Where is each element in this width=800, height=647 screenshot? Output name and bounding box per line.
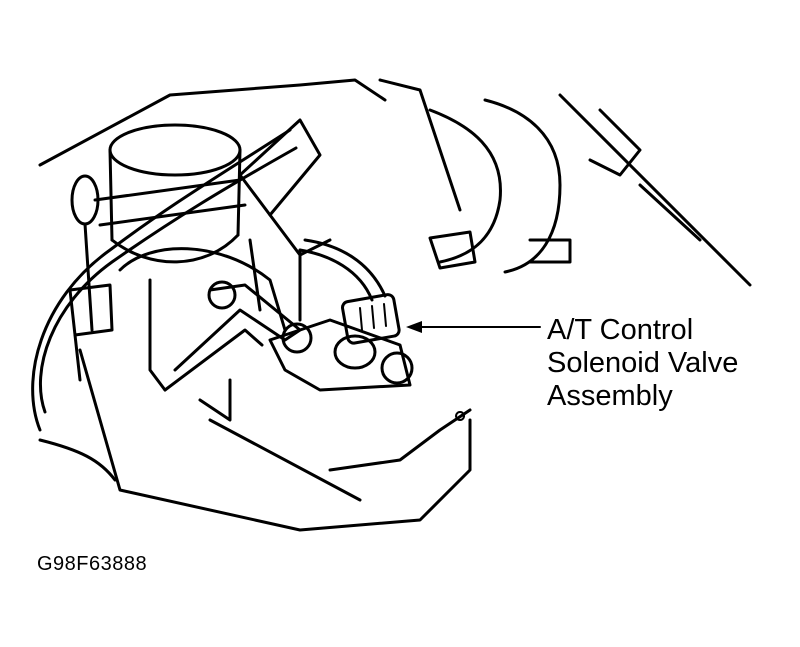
upper-housing-right — [378, 78, 462, 212]
lower-edge — [208, 418, 362, 502]
canister-top — [108, 123, 242, 177]
solenoid-body — [333, 334, 377, 370]
firewall-edge — [558, 93, 752, 287]
lever-pivot — [207, 280, 237, 310]
solenoid-wire-2 — [303, 238, 387, 298]
linkage-rod — [163, 328, 264, 392]
canister-body — [108, 148, 242, 242]
figure-id: G98F63888 — [37, 553, 148, 575]
firewall-edge-2 — [638, 183, 702, 242]
main-wire-harness — [31, 128, 292, 432]
hose-clamp — [428, 230, 477, 270]
dipstick-shaft — [83, 222, 94, 332]
leader-arrowhead — [406, 321, 422, 333]
cross-hose-2 — [98, 203, 247, 227]
lower-panel — [78, 348, 472, 532]
callout-label-line-3: Assembly — [547, 380, 673, 412]
upper-hose-2 — [483, 98, 562, 274]
dipstick-tube-2 — [73, 333, 82, 382]
solenoid-bracket — [268, 318, 412, 392]
lever-bolt — [281, 322, 313, 354]
harness-duct — [238, 118, 322, 217]
lower-bracket — [198, 378, 232, 422]
callout-label-line-2: Solenoid Valve — [547, 347, 739, 379]
solenoid-connector-pins — [359, 303, 387, 331]
bracket-right — [528, 238, 572, 264]
upper-hose-3 — [588, 108, 642, 177]
solenoid-bolt — [380, 351, 414, 385]
upper-housing — [38, 78, 387, 167]
lower-panel-3 — [328, 408, 472, 472]
bolt-hole — [455, 411, 466, 421]
shift-lever — [173, 283, 302, 372]
transmission-case — [118, 247, 287, 332]
dipstick-tube — [68, 283, 114, 337]
canister-base — [110, 233, 240, 264]
upper-hose — [428, 108, 502, 264]
transmission-case-2 — [148, 278, 167, 392]
solenoid-connector — [341, 293, 401, 345]
transmission-case-3 — [248, 238, 262, 312]
solenoid-wire — [298, 248, 374, 302]
cross-hose — [93, 178, 242, 202]
lower-panel-2 — [38, 438, 117, 482]
callout-label-line-1: A/T Control — [547, 314, 694, 346]
